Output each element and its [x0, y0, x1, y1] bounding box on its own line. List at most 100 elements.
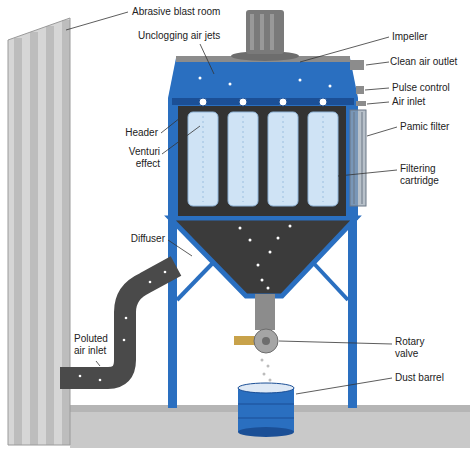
polluted-air-duct-part-part — [149, 281, 152, 284]
polluted-air-duct-part-part — [123, 339, 126, 342]
dust-barrel — [238, 383, 294, 437]
part-label: Filtering cartridge — [400, 163, 460, 187]
hood-part-part — [329, 85, 332, 88]
falling-dust-part — [267, 365, 270, 368]
hopper-part — [257, 264, 260, 267]
part-label: Clean air outlet — [390, 56, 470, 68]
polluted-air-duct-part-part — [164, 271, 167, 274]
filter-cartridges-part-part — [243, 116, 244, 202]
polluted-air-duct — [60, 266, 176, 381]
filter-cartridges-part-part — [323, 116, 324, 202]
pamic-filter-cage — [350, 110, 366, 206]
blast-room-wall-part — [14, 38, 22, 445]
rotary-valve-part — [262, 337, 270, 345]
part-label: Rotary valve — [395, 336, 440, 360]
part-label: Venturi effect — [115, 146, 160, 170]
part-label: Unclogging air jets — [138, 30, 248, 42]
part-label: Diffuser — [110, 233, 165, 245]
polluted-air-duct-part-part — [99, 379, 102, 382]
hopper-part — [277, 237, 280, 240]
leader-lines-part — [162, 126, 200, 154]
hopper-part — [267, 287, 270, 290]
filter-cartridges-part — [308, 112, 338, 206]
pamic-filter-cage-part — [362, 112, 363, 204]
hood-part-part — [299, 79, 302, 82]
hopper-part — [249, 239, 252, 242]
leader-lines-part — [365, 88, 389, 90]
hood-part — [199, 77, 332, 88]
air-inlet-pipe-part — [356, 86, 364, 94]
dust-barrel-part — [238, 383, 294, 393]
hood-part-part — [199, 77, 202, 80]
polluted-air-duct-part-part — [79, 375, 82, 378]
hood — [168, 56, 364, 98]
fan-motor-part — [246, 10, 284, 54]
filter-cartridges-part — [203, 116, 323, 202]
collector-body-part — [168, 98, 358, 220]
header-pipe-part — [239, 98, 247, 106]
inlet-label: Poluted air inlet — [74, 333, 119, 357]
rotary-valve-part — [255, 294, 275, 330]
blast-room-wall-part — [30, 32, 38, 445]
dust-barrel-part — [238, 388, 294, 432]
leader-lines-part — [96, 361, 100, 366]
filter-cartridges — [188, 112, 338, 206]
rotary-valve-part — [254, 329, 278, 353]
polluted-air-duct-part — [60, 266, 176, 378]
blast-room-wall-part — [46, 26, 54, 445]
dust-barrel-part — [238, 418, 294, 419]
hopper — [170, 218, 356, 296]
part-label: Dust barrel — [395, 372, 465, 384]
falling-dust — [261, 359, 272, 382]
leader-lines — [66, 12, 397, 394]
hood-part — [168, 58, 358, 98]
hopper-part — [269, 251, 272, 254]
header-pipe-part — [319, 98, 327, 106]
part-label: Pamic filter — [400, 121, 470, 133]
part-label: Impeller — [392, 31, 462, 43]
leader-lines-part — [66, 12, 128, 30]
pamic-filter-cage-part — [354, 112, 355, 204]
part-label: Pulse control — [392, 82, 470, 94]
header-pipe-part — [199, 98, 207, 106]
part-label: Header — [108, 127, 158, 139]
collector-body-part — [178, 106, 346, 216]
filter-cartridges-part-part — [283, 116, 284, 202]
hood-part-part — [229, 83, 232, 86]
leader-lines-part — [296, 378, 392, 394]
leader-lines-part — [200, 44, 214, 74]
support-legs-part — [168, 218, 177, 408]
filter-cartridges-part — [188, 112, 218, 206]
room-label: Abrasive blast room — [132, 6, 252, 18]
leader-lines-part — [300, 37, 389, 62]
header-pipe — [172, 98, 354, 106]
leader-lines-part — [168, 240, 192, 256]
hopper-part — [289, 225, 292, 228]
filter-cartridges-part — [228, 112, 258, 206]
leader-lines-part — [367, 102, 389, 104]
leader-lines-part — [161, 110, 190, 133]
air-inlet-pipe-part — [356, 101, 366, 106]
polluted-air-duct-part — [79, 271, 167, 382]
hopper-part — [261, 279, 264, 282]
fan-motor — [231, 10, 299, 61]
falling-dust-part — [269, 379, 272, 382]
filter-cartridges-part-part — [203, 116, 204, 202]
leader-lines-part — [338, 170, 397, 176]
filter-cartridges-part — [268, 112, 298, 206]
header-pipe-part — [172, 98, 354, 105]
rotary-valve-part — [234, 336, 256, 345]
leader-lines-part — [366, 62, 389, 65]
rotary-valve — [234, 294, 278, 353]
polluted-air-duct-part-part — [125, 317, 128, 320]
dust-barrel-part — [238, 427, 294, 437]
fan-motor-part — [250, 14, 254, 50]
part-label: Air inlet — [392, 96, 462, 108]
support-legs — [168, 218, 357, 408]
support-legs-part — [348, 218, 357, 408]
pamic-filter-cage-part — [350, 110, 366, 206]
dust-barrel-part — [238, 404, 294, 405]
hopper-part — [239, 227, 242, 230]
